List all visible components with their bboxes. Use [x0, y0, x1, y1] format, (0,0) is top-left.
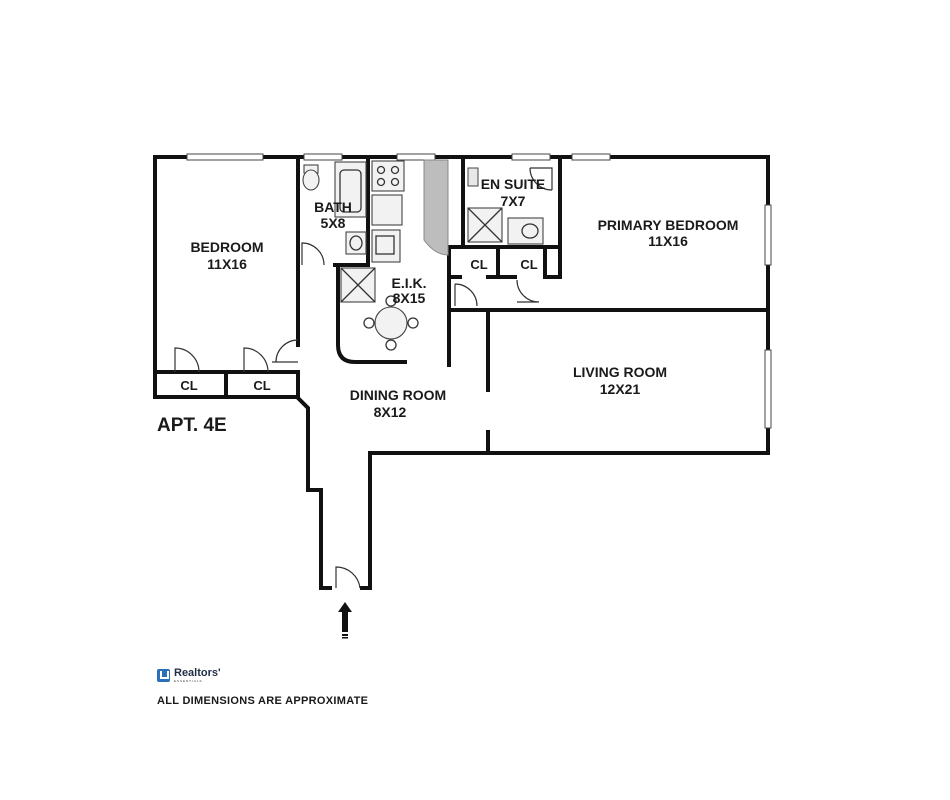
primary-bedroom-name: PRIMARY BEDROOM [598, 217, 739, 233]
closet-label: CL [253, 378, 270, 393]
en-suite-name: EN SUITE [481, 176, 546, 192]
fixtures [302, 159, 544, 351]
interior-walls [153, 155, 770, 455]
entry-arrow-icon [338, 602, 352, 639]
brand-tagline: ESSENTIALS [174, 679, 203, 683]
realtors-logo-icon [157, 669, 170, 682]
doors [174, 167, 553, 589]
apartment-label: APT. 4E [157, 415, 227, 436]
bath-size: 5X8 [321, 215, 346, 231]
dimensions-disclaimer: ALL DIMENSIONS ARE APPROXIMATE [157, 695, 369, 707]
dining-room-size: 8X12 [374, 404, 407, 420]
realtors-logo: Realtors' ESSENTIALS [157, 668, 221, 683]
closet-label: CL [520, 257, 537, 272]
bath-name: BATH [314, 199, 352, 215]
eik-name: E.I.K. [391, 275, 426, 291]
closet-label: CL [470, 257, 487, 272]
en-suite-size: 7X7 [501, 193, 526, 209]
windows [186, 153, 772, 429]
living-room-name: LIVING ROOM [573, 364, 667, 380]
bedroom-size: 11X16 [207, 256, 247, 272]
eik-size: 8X15 [393, 290, 426, 306]
primary-bedroom-size: 11X16 [648, 233, 688, 249]
dining-room-name: DINING ROOM [350, 387, 446, 403]
closet-label: CL [180, 378, 197, 393]
living-room-size: 12X21 [600, 381, 641, 397]
brand-name: Realtors' [174, 667, 221, 679]
bedroom-name: BEDROOM [190, 239, 263, 255]
room-labels: BEDROOM 11X16 BATH 5X8 E.I.K. 8X15 EN SU… [157, 176, 738, 436]
